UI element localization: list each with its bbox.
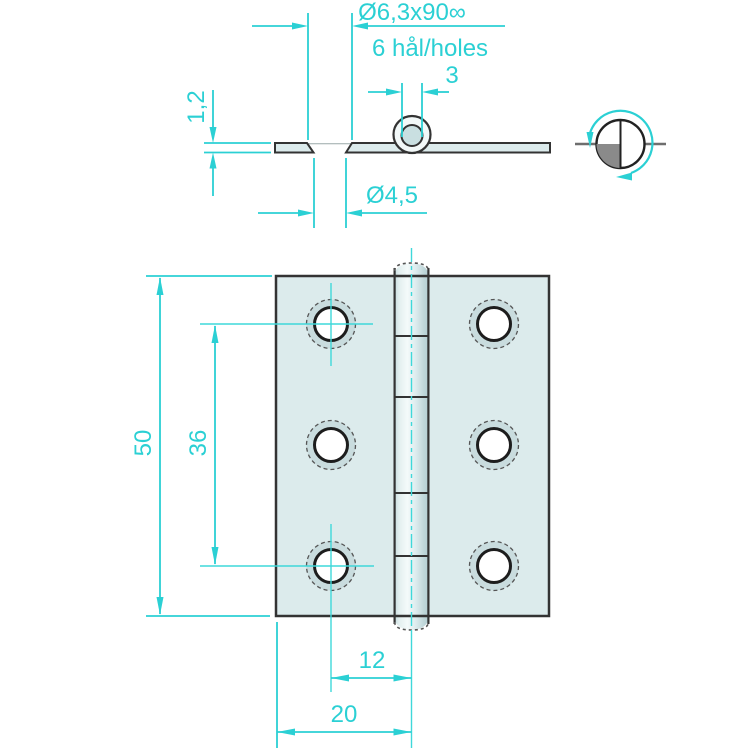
symbol-quadrant <box>596 144 621 168</box>
thickness-dimension: 1,2 <box>183 90 271 196</box>
arrowhead <box>292 22 308 30</box>
drill-circle <box>476 427 512 463</box>
arrowhead <box>422 88 438 96</box>
height-label: 50 <box>130 430 157 457</box>
arrowhead <box>209 127 217 143</box>
pin-diameter-dimension: 3 <box>368 62 459 137</box>
holes-note-label: 6 hål/holes <box>372 35 488 62</box>
arrowhead <box>346 209 362 217</box>
hole-diameter-dimension: Ø4,5 <box>258 158 427 228</box>
side-view <box>274 114 551 155</box>
plate-outline <box>274 274 551 618</box>
hole-bottom-right <box>468 540 520 592</box>
hole-diameter-label: Ø4,5 <box>366 182 418 209</box>
drill-circle <box>476 306 512 342</box>
arrowhead <box>211 547 219 565</box>
arrowhead <box>352 22 368 30</box>
drill-circle <box>313 427 349 463</box>
countersink-dimension: Ø6,3x90∞ 6 hål/holes <box>252 0 505 140</box>
arrowhead <box>298 209 314 217</box>
countersink-spec-label: Ø6,3x90∞ <box>358 0 466 26</box>
height-dimension: 50 <box>130 275 272 617</box>
drill-circle <box>476 548 512 584</box>
hole-top-right <box>468 298 520 350</box>
spacing-dimension: 36 <box>185 325 219 565</box>
arrowhead <box>331 674 349 682</box>
arrowhead <box>156 277 164 295</box>
arrowhead <box>393 674 412 682</box>
arrowhead <box>277 728 295 736</box>
edge-to-center-label: 20 <box>331 701 358 728</box>
rotation-symbol-icon <box>575 109 666 181</box>
hole-middle-left <box>305 419 357 471</box>
edge-to-center-dimension: 20 <box>276 622 412 748</box>
hole-to-center-dimension: 12 <box>331 647 412 682</box>
barrel-fill <box>394 263 429 630</box>
side-right-leaf <box>344 142 551 154</box>
thickness-label: 1,2 <box>183 90 210 123</box>
arrowhead <box>586 132 594 148</box>
arrowhead <box>156 597 164 615</box>
arrowhead <box>211 325 219 343</box>
arrowhead <box>616 172 632 181</box>
rotation-arc <box>588 109 654 175</box>
pin-diameter-label: 3 <box>445 62 458 89</box>
side-left-leaf <box>274 142 316 154</box>
front-view <box>274 262 551 631</box>
arrowhead <box>386 88 402 96</box>
hole-middle-right <box>468 419 520 471</box>
hole-to-center-label: 12 <box>359 647 386 674</box>
side-pin-circle <box>400 124 424 147</box>
barrel-top-cap <box>393 262 430 272</box>
centerlines <box>200 248 413 748</box>
arrowhead <box>393 728 412 736</box>
arrowhead <box>209 152 217 169</box>
spacing-label: 36 <box>185 430 212 457</box>
